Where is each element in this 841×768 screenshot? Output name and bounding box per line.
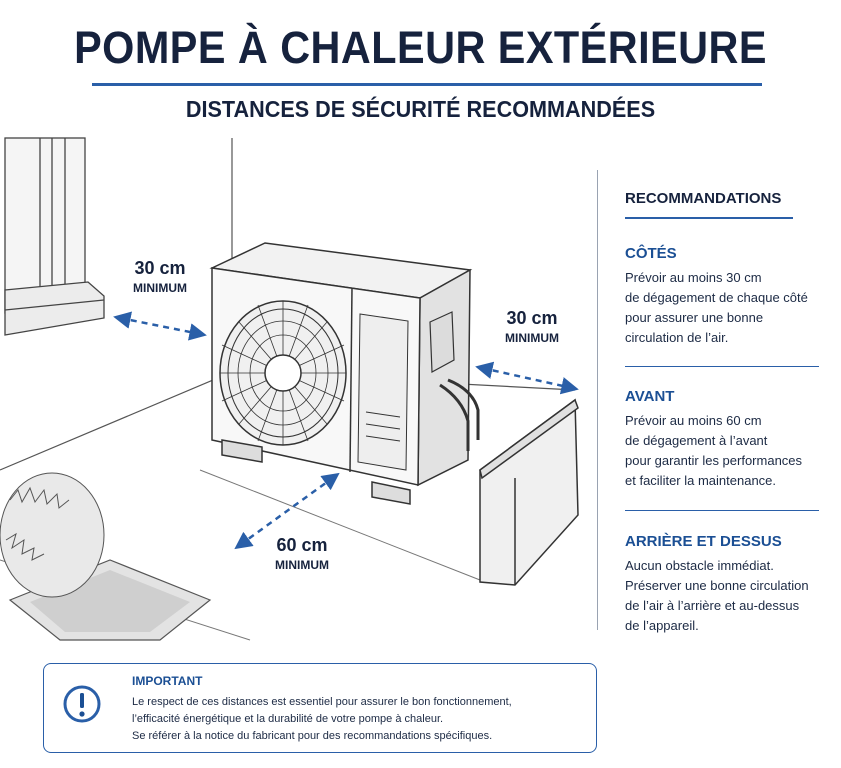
section-title: AVANT [625, 388, 675, 405]
left-clearance-minimum: MINIMUM [133, 281, 187, 295]
right-clearance-value: 30 cm [506, 308, 558, 328]
page-title: POMPE À CHALEUR EXTÉRIEURE [74, 22, 767, 73]
notice-line: Se référer à la notice du fabricant pour… [132, 730, 493, 742]
section-line: de l’appareil. [625, 618, 699, 633]
exclamation-icon [63, 685, 101, 723]
right-clearance-label: 30 cm MINIMUM [490, 308, 574, 345]
section-divider [625, 510, 819, 511]
section-line: et faciliter la maintenance. [625, 473, 777, 488]
window [4, 137, 105, 336]
recommendations-header: RECOMMANDATIONS [625, 190, 825, 219]
title-underline [92, 83, 762, 86]
front-clearance-label: 60 cm MINIMUM [260, 535, 344, 572]
right-clearance-minimum: MINIMUM [505, 331, 559, 345]
recommendations-heading: RECOMMANDATIONS [625, 190, 782, 207]
section-line: Aucun obstacle immédiat. [625, 558, 774, 573]
section-title: ARRIÈRE ET DESSUS [625, 533, 782, 550]
panel-divider [597, 170, 598, 630]
section-line: de dégagement de chaque côté [625, 290, 808, 305]
front-clearance-value: 60 cm [276, 535, 328, 555]
notice-body: Le respect de ces distances est essentie… [132, 694, 582, 745]
section-line: circulation de l’air. [625, 330, 729, 345]
section-front: AVANT Prévoir au moins 60 cm de dégageme… [625, 388, 830, 491]
notice-line: Le respect de ces distances est essentie… [132, 696, 512, 708]
section-line: Prévoir au moins 30 cm [625, 270, 762, 285]
left-clearance-value: 30 cm [134, 258, 186, 278]
section-line: pour assurer une bonne [625, 310, 764, 325]
left-clearance-arrow [113, 311, 207, 341]
section-text: Prévoir au moins 30 cm de dégagement de … [625, 268, 830, 348]
section-line: pour garantir les performances [625, 453, 803, 468]
front-clearance-minimum: MINIMUM [275, 558, 329, 572]
right-clearance-arrow [475, 361, 579, 395]
left-clearance-label: 30 cm MINIMUM [118, 258, 202, 295]
important-notice: IMPORTANT Le respect de ces distances es… [43, 663, 597, 753]
section-sides: CÔTÉS Prévoir au moins 30 cm de dégageme… [625, 245, 830, 348]
section-text: Prévoir au moins 60 cm de dégagement à l… [625, 411, 830, 491]
section-line: Préserver une bonne circulation [625, 578, 809, 593]
section-line: de l’air à l’arrière et au-dessus [625, 598, 800, 613]
wall-block [479, 398, 579, 586]
section-divider [625, 366, 819, 367]
section-line: de dégagement à l’avant [625, 433, 768, 448]
notice-line: l’efficacité énergétique et la durabilit… [132, 713, 444, 725]
recommendations-heading-rule [625, 217, 793, 219]
section-text: Aucun obstacle immédiat. Préserver une b… [625, 556, 830, 636]
bush [0, 472, 105, 598]
notice-title: IMPORTANT [132, 674, 203, 688]
section-line: Prévoir au moins 60 cm [625, 413, 762, 428]
section-title: CÔTÉS [625, 245, 677, 262]
section-rear-top: ARRIÈRE ET DESSUS Aucun obstacle immédia… [625, 533, 830, 636]
heat-pump-unit [209, 242, 480, 505]
page-subtitle: DISTANCES DE SÉCURITÉ RECOMMANDÉES [185, 96, 656, 122]
heat-pump-illustration [0, 137, 579, 641]
front-clearance-arrow [234, 472, 340, 550]
